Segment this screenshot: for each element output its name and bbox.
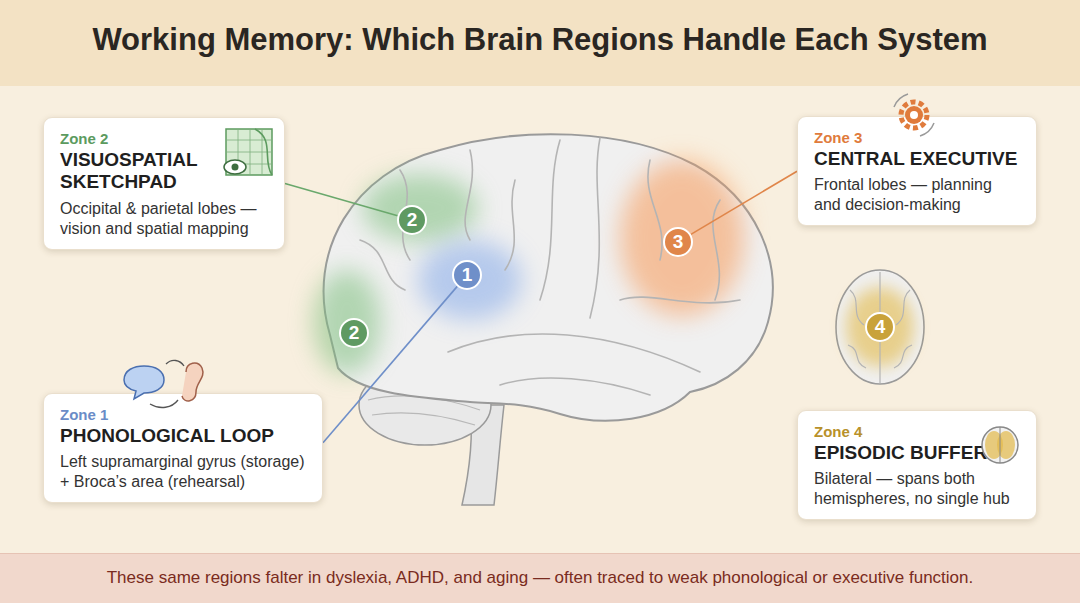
cerebrum: [324, 134, 773, 421]
zone-label: Zone 2: [60, 130, 270, 147]
zone-description: Bilateral — spans both hemispheres, no s…: [814, 469, 1022, 509]
diagram-title: Working Memory: Which Brain Regions Hand…: [0, 22, 1080, 58]
callout-circle: [664, 228, 692, 256]
zone-blob: [418, 240, 522, 320]
top-view-brain: [836, 270, 924, 384]
diagram-caption: These same regions falter in dyslexia, A…: [0, 568, 1080, 588]
leader-line: [691, 171, 797, 234]
zone-heading: EPISODIC BUFFER: [814, 442, 994, 464]
zone-description: Left supramarginal gyrus (storage) + Bro…: [60, 452, 308, 492]
zone-heading: VISUOSPATIAL SKETCHPAD: [60, 149, 230, 194]
zone-heading: PHONOLOGICAL LOOP: [60, 425, 308, 447]
zone-box: Zone 4 EPISODIC BUFFER Bilateral — spans b…: [797, 410, 1037, 520]
callout-number: 3: [663, 227, 693, 257]
zone-blob: [620, 160, 744, 316]
callout-number-text: 1: [452, 260, 482, 290]
zone-blob: [313, 270, 381, 374]
callout-number-text: 2: [339, 318, 369, 348]
speech-ear-icon: [124, 360, 203, 407]
callout-number-text: 4: [865, 312, 895, 342]
callout-circle: [340, 319, 368, 347]
zone-blob: [362, 174, 478, 242]
callout-circle: [866, 313, 894, 341]
callout-circle: [398, 206, 426, 234]
callout-circle: [453, 261, 481, 289]
zone-box: Zone 2 VISUOSPATIAL SKETCHPAD Occipital & …: [43, 117, 285, 250]
leader-line: [323, 286, 457, 442]
callout-number: 2: [339, 318, 369, 348]
callout-number: 4: [865, 312, 895, 342]
zone-description: Frontal lobes — planning and decision-ma…: [814, 175, 1022, 215]
zone-box: Zone 3 CENTRAL EXECUTIVE Frontal lobes — p…: [797, 116, 1037, 226]
zone-box: Zone 1 PHONOLOGICAL LOOP Left supramargina…: [43, 393, 323, 503]
grid-eye-icon: [224, 129, 272, 175]
gyri-lines: [848, 272, 912, 383]
callout-number-text: 2: [397, 205, 427, 235]
zone-label: Zone 1: [60, 406, 308, 423]
gear-icon: [894, 94, 934, 136]
zone-label: Zone 4: [814, 423, 1022, 440]
hemispheres-icon: [982, 427, 1018, 463]
callout-number-text: 3: [663, 227, 693, 257]
zone-label: Zone 3: [814, 129, 1022, 146]
gyri-lines: [360, 138, 740, 395]
zone-description: Occipital & parietal lobes — vision and …: [60, 199, 270, 239]
leader-line: [285, 183, 398, 215]
callout-number: 2: [397, 205, 427, 235]
callout-number: 1: [452, 260, 482, 290]
zone-heading: CENTRAL EXECUTIVE: [814, 148, 1022, 170]
